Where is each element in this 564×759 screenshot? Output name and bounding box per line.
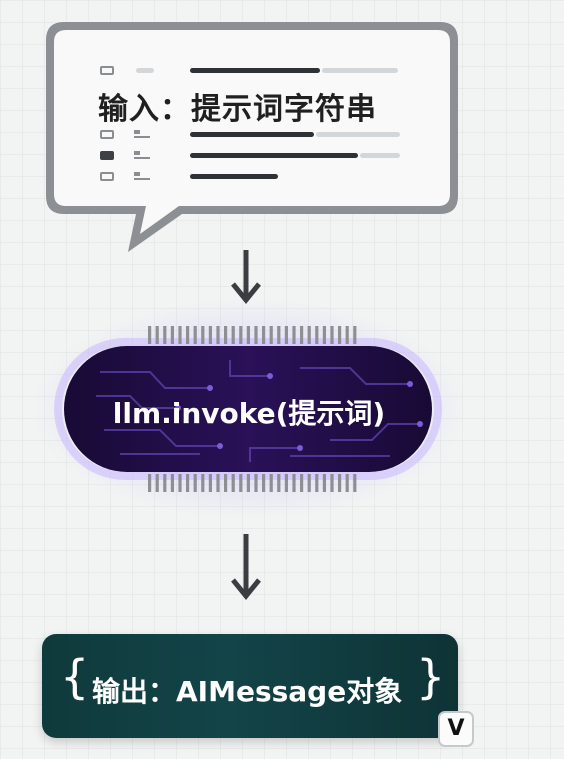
open-brace: { [60, 650, 90, 704]
close-brace: } [416, 650, 446, 704]
folder-icon [134, 130, 150, 138]
stack-icon [100, 172, 114, 181]
chip-pin [330, 474, 334, 492]
chip-pin [330, 326, 334, 344]
chip-pin [345, 326, 349, 344]
output-box [42, 634, 458, 738]
database-icon [100, 130, 114, 139]
chip-pin [284, 474, 288, 492]
chip-pin [292, 326, 296, 344]
chip-pin [300, 474, 304, 492]
folder-icon [134, 151, 150, 159]
chip-pin [277, 326, 281, 344]
chip-pin [307, 326, 311, 344]
placeholder-line [190, 132, 314, 137]
chip-pin [231, 474, 235, 492]
placeholder-line [136, 68, 154, 73]
chip-pin [216, 326, 220, 344]
chip-pin [178, 474, 182, 492]
chip-pin [315, 326, 319, 344]
processor-label: llm.invoke(提示词) [112, 397, 386, 430]
output-label: 输出：AIMessage对象 [92, 675, 403, 708]
chip-pin [163, 474, 167, 492]
chip-pin [269, 474, 273, 492]
corner-badge: V [438, 711, 474, 747]
chip-pin [315, 474, 319, 492]
chip-pin [338, 474, 342, 492]
chip-pin [262, 474, 266, 492]
chip-pin [178, 326, 182, 344]
block-icon [100, 151, 114, 160]
chip-pin [262, 326, 266, 344]
placeholder-line [190, 174, 278, 179]
chip-pin [239, 474, 243, 492]
chip-pin [277, 474, 281, 492]
placeholder-line [190, 153, 358, 158]
chip-pin [338, 326, 342, 344]
chip-pin [284, 326, 288, 344]
chip-pin [155, 474, 159, 492]
chip-pin [254, 474, 258, 492]
chip-pin [246, 326, 250, 344]
chip-pin [201, 326, 205, 344]
chip-pin [201, 474, 205, 492]
chip-pin [300, 326, 304, 344]
down-arrow-icon [231, 534, 261, 600]
chip-pin [254, 326, 258, 344]
chip-pin [292, 474, 296, 492]
chip-pin [148, 326, 152, 344]
list-icon [134, 172, 150, 180]
chip-pin [353, 326, 357, 344]
chip-pin [322, 326, 326, 344]
chip-pin [148, 474, 152, 492]
chip-pin [231, 326, 235, 344]
chip-pin [186, 474, 190, 492]
chip-pin [353, 474, 357, 492]
chip-pin [208, 326, 212, 344]
input-title: 输入：提示词字符串 [98, 92, 377, 127]
chip-pin [322, 474, 326, 492]
down-arrow-icon [231, 250, 261, 304]
chip-pin [186, 326, 190, 344]
chip-pin [163, 326, 167, 344]
chip-pin [246, 474, 250, 492]
chip-pin [170, 326, 174, 344]
chip-pin [224, 474, 228, 492]
chip-pin [239, 326, 243, 344]
placeholder-line [190, 68, 320, 73]
processor-chip-icon [54, 326, 442, 492]
chip-pin [345, 474, 349, 492]
placeholder-line [316, 132, 400, 137]
placeholder-line [360, 153, 400, 158]
chip-pin [208, 474, 212, 492]
chip-pin [193, 326, 197, 344]
chip-pin [224, 326, 228, 344]
chip-pin [170, 474, 174, 492]
chip-pin [307, 474, 311, 492]
chip-pin [193, 474, 197, 492]
window-icon [100, 66, 114, 75]
placeholder-line [322, 68, 398, 73]
chip-pin [155, 326, 159, 344]
chip-pin [216, 474, 220, 492]
chip-pin [269, 326, 273, 344]
